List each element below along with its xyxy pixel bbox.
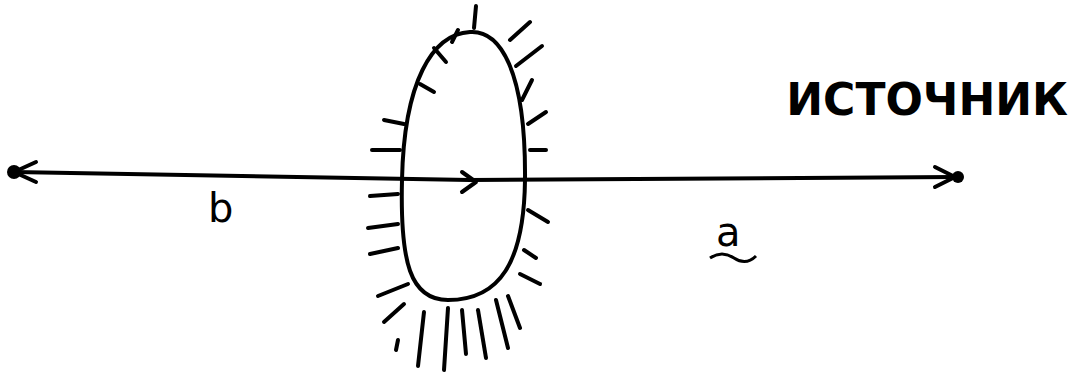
lens-outline — [402, 32, 525, 300]
distance-label: a — [716, 212, 741, 252]
hatch-marks — [368, 6, 548, 370]
squiggle — [710, 254, 756, 262]
arrow-mark — [462, 172, 476, 192]
source-point — [952, 171, 964, 183]
distance-label: b — [208, 188, 233, 228]
axis-line — [14, 172, 955, 180]
image-point — [7, 165, 21, 179]
source-label: ИСТОЧНИК — [786, 78, 1068, 122]
